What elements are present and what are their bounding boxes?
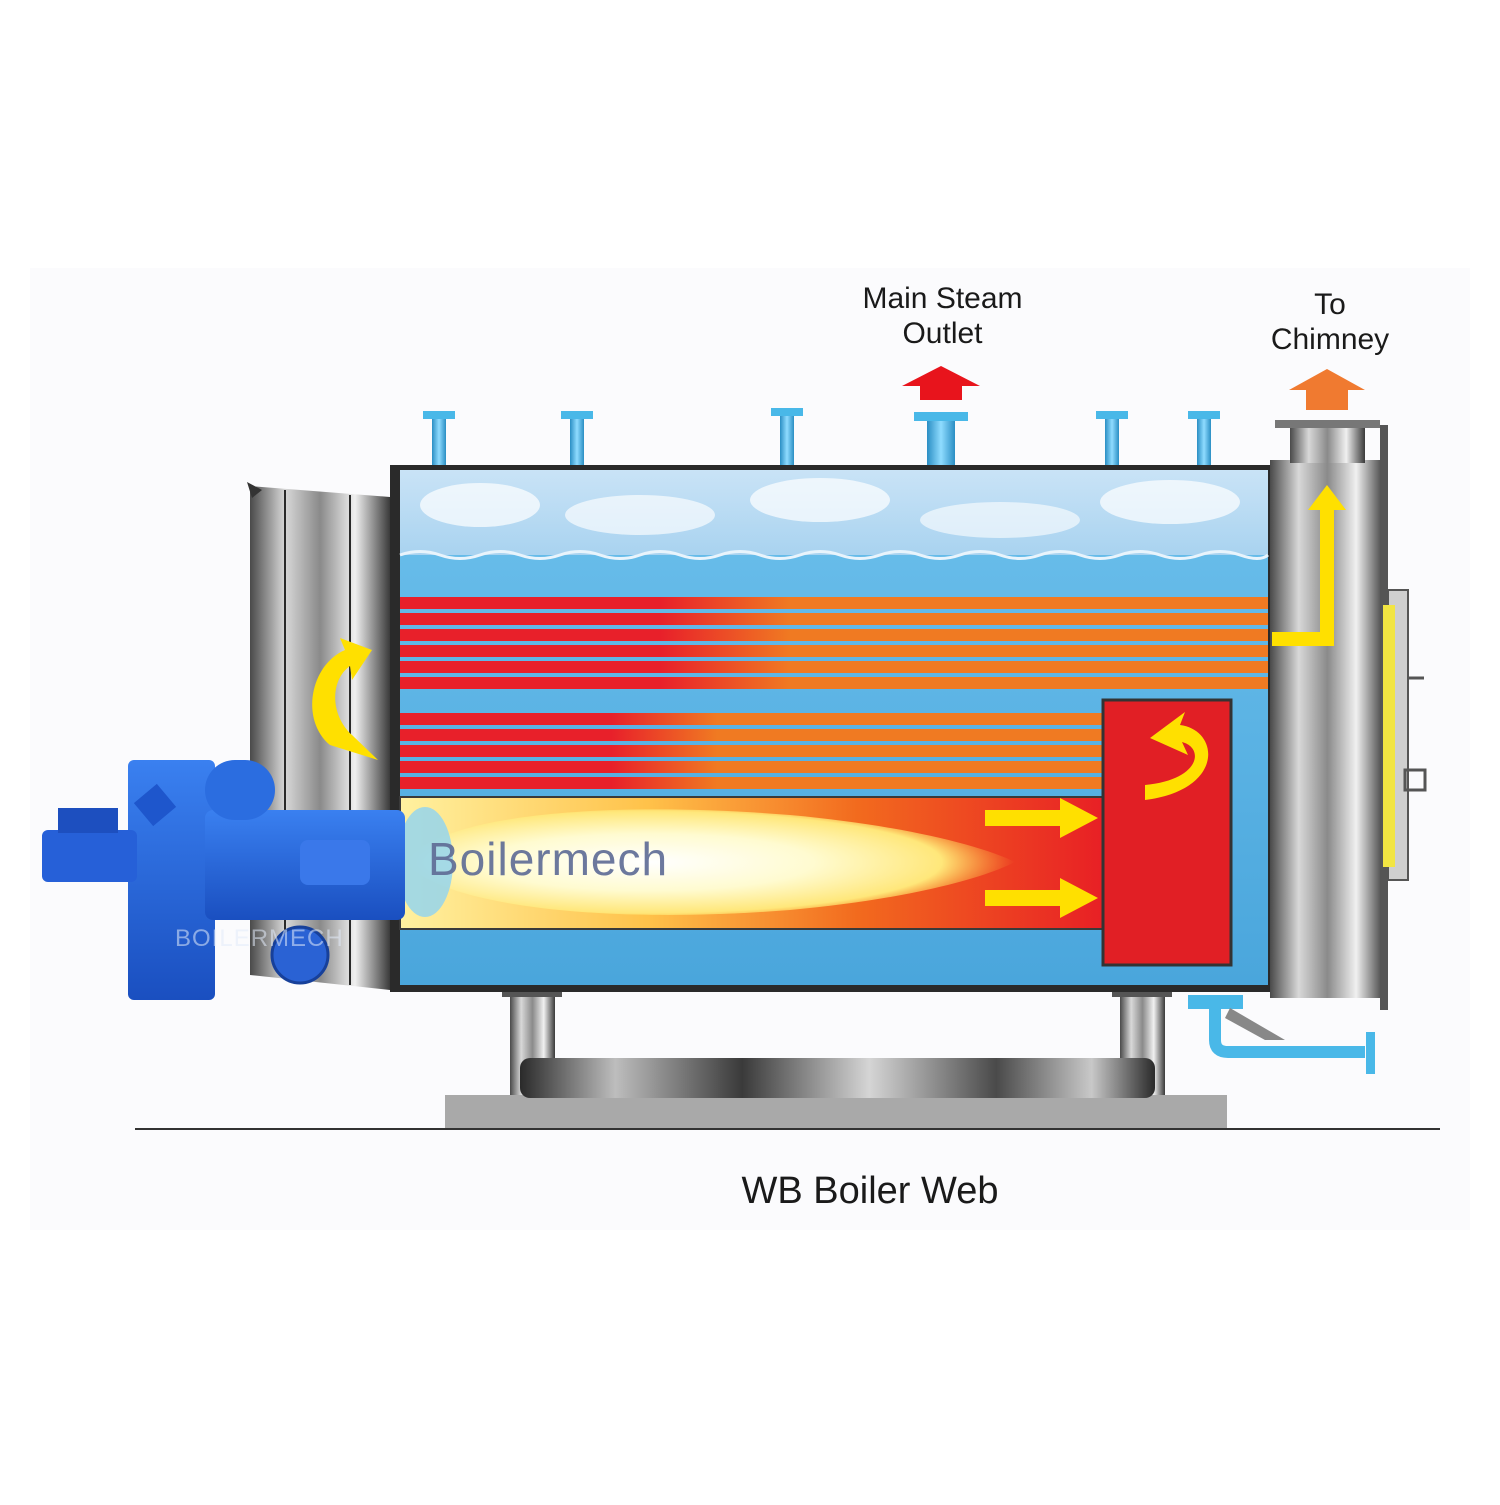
chimney-arrow [1289, 369, 1365, 410]
chimney-outlet [1275, 420, 1380, 463]
flow-arrow-right [985, 878, 1098, 918]
drain-pipe [1188, 995, 1375, 1074]
main-steam-nozzle [914, 412, 968, 465]
flue-exit-arrow [1272, 485, 1346, 646]
watermark-logo: Boilermech [428, 833, 669, 885]
burner-assembly [42, 760, 405, 1000]
reversal-turn-arrow [1145, 712, 1209, 800]
gas-flow-arrows [312, 485, 1346, 918]
burner-gear [270, 925, 330, 985]
top-nozzle [423, 411, 455, 465]
rear-door [1383, 589, 1427, 881]
burner-motor [42, 830, 137, 882]
steam-space [399, 470, 1269, 560]
front-turn-arrow [312, 638, 378, 760]
diagram-caption: WB Boiler Web [741, 1170, 999, 1212]
second-pass-tubes [400, 713, 1105, 789]
burner-valve [133, 783, 177, 827]
third-pass-tubes [400, 597, 1268, 689]
top-nozzle [561, 411, 593, 465]
burner-connector [300, 840, 370, 885]
skid-rail [520, 1058, 1155, 1098]
top-nozzle [1096, 411, 1128, 465]
burner-housing [128, 760, 215, 1000]
burner-watermark: BOILERMECH [175, 925, 344, 952]
top-nozzle [1188, 411, 1220, 465]
burner-fan [205, 760, 275, 820]
base-plinth [445, 1095, 1227, 1128]
flow-arrow-right [985, 798, 1098, 838]
burner-motor-cap [58, 808, 118, 833]
steam-outlet-arrow [902, 366, 980, 400]
top-nozzle [771, 408, 803, 465]
